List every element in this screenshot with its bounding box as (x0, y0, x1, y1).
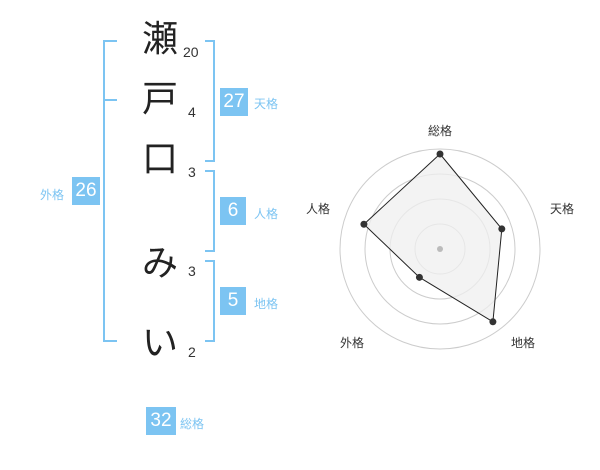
name-char-1: 瀬 (141, 19, 178, 60)
soukaku-label: 総格 (180, 417, 205, 431)
stroke-count-4: 3 (188, 263, 196, 279)
stroke-count-2: 4 (188, 104, 196, 120)
name-char-2: 戸 (141, 79, 178, 120)
gaikaku-bracket-tick (103, 99, 117, 101)
stroke-count-5: 2 (188, 344, 196, 360)
gaikaku-label: 外格 (40, 188, 65, 202)
radar-point-2 (498, 225, 506, 233)
radar-axis-label-5: 人格 (306, 202, 331, 216)
tenkaku-badge: 27 (220, 88, 248, 116)
chikaku-badge: 5 (220, 287, 246, 315)
name-char-4: み (141, 243, 178, 284)
radar-axis-label-3: 地格 (511, 336, 536, 350)
radar-point-3 (489, 318, 497, 326)
chikaku-bracket (205, 260, 215, 342)
soukaku-badge: 32 (146, 407, 176, 435)
chikaku-label: 地格 (254, 297, 279, 311)
gaikaku-badge: 26 (72, 177, 100, 205)
radar-point-4 (415, 273, 423, 281)
jinkaku-bracket (205, 170, 215, 252)
radar-ring-1 (414, 223, 466, 275)
stroke-count-1: 20 (183, 44, 199, 60)
tenkaku-label: 天格 (254, 97, 279, 111)
radar-axis-label-4: 外格 (340, 336, 365, 350)
radar-axis-label-1: 総格 (428, 124, 453, 138)
name-char-3: 口 (141, 139, 178, 180)
radar-polygon (363, 153, 503, 323)
radar-point-1 (436, 150, 444, 158)
radar-ring-outer (339, 148, 541, 350)
tenkaku-bracket (205, 40, 215, 162)
radar-ring-2 (389, 198, 491, 300)
name-char-5: い (141, 323, 178, 364)
jinkaku-badge: 6 (220, 197, 246, 225)
radar-ring-3 (364, 173, 516, 325)
gaikaku-bracket (103, 40, 117, 342)
radar-axis-label-2: 天格 (550, 202, 575, 216)
radar-center-dot (437, 246, 443, 252)
jinkaku-label: 人格 (254, 207, 279, 221)
stroke-count-3: 3 (188, 164, 196, 180)
radar-point-5 (360, 220, 368, 228)
